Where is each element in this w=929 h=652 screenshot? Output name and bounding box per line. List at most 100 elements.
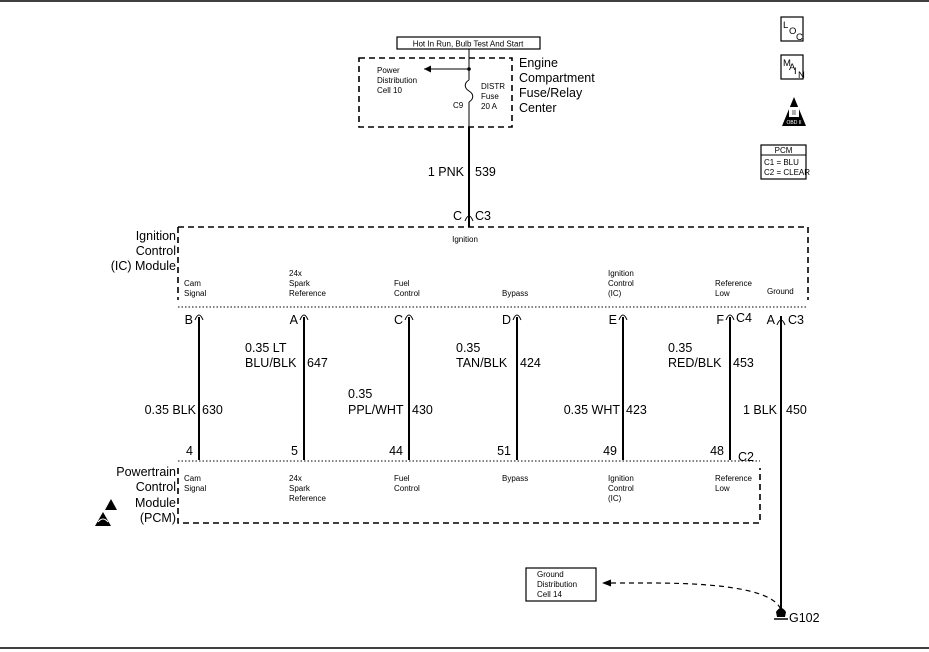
svg-text:L: L: [783, 20, 788, 31]
icm-terminal-label: Low: [715, 289, 730, 298]
pcm-title-2: Control: [136, 480, 176, 494]
ground-point-label: G102: [789, 611, 820, 625]
pcm-terminal-label: Bypass: [502, 474, 528, 483]
icm-c3-label: C3: [475, 209, 491, 223]
icm-title-2: Control: [136, 244, 176, 258]
icm-terminal-label: Spark: [289, 279, 311, 288]
hot-in-run-label: Hot In Run, Bulb Test And Start: [396, 36, 541, 50]
pcm-terminal-label: Low: [715, 484, 730, 493]
wire-453-gauge: 0.35: [668, 341, 692, 355]
pcm-terminal-label: Reference: [289, 494, 326, 503]
wire-430-circuit: 430: [412, 403, 433, 417]
wire-647-gauge: 0.35 LT: [245, 341, 287, 355]
wire-630-circuit: 630: [202, 403, 223, 417]
wire-424-circuit: 424: [520, 356, 541, 370]
icm-ground-c3-label: C3: [788, 313, 804, 327]
pcm-pin-44: 44: [389, 444, 403, 458]
ground-icon: [776, 608, 786, 617]
pcm-terminal-label: Control: [608, 484, 634, 493]
loc-icon: L O C: [780, 16, 804, 43]
icm-pin-A: A: [290, 313, 299, 327]
fuse-label-3: 20 A: [481, 102, 498, 111]
ground-ref-arrow: [602, 579, 611, 587]
wire-539-gauge: 1 PNK: [428, 165, 465, 179]
svg-text:O: O: [789, 26, 796, 37]
svg-text:M: M: [783, 58, 791, 69]
ignition-control-module: Ignition Ignition Control (IC) Module Gr…: [111, 226, 809, 308]
pdc-label-2: Distribution: [377, 76, 417, 85]
wire-423-gauge: 0.35 WHT: [564, 403, 621, 417]
icm-c3-connector: C C3: [453, 209, 491, 227]
gdc-label-3: Cell 14: [537, 590, 562, 599]
pcm-terminal-label: Spark: [289, 484, 311, 493]
svg-text:Hot In Run, Bulb Test And Star: Hot In Run, Bulb Test And Start: [413, 40, 524, 49]
ecfrc-label-2: Compartment: [519, 71, 595, 85]
icm-pin-D: D: [502, 313, 511, 327]
pcm-title-3: Module: [135, 496, 176, 510]
obd-ii-icon: II OBD II: [782, 97, 806, 126]
svg-text:I: I: [794, 66, 797, 77]
pcm-terminal-label: Fuel: [394, 474, 410, 483]
icm-terminal-label: Reference: [715, 279, 752, 288]
icm-pin-F: F: [716, 313, 724, 327]
icm-pin-C: C: [394, 313, 403, 327]
gdc-label-2: Distribution: [537, 580, 577, 589]
main-icon: M A I N: [780, 54, 805, 81]
pcm-c2-label: C2: [738, 450, 754, 464]
pcm-terminal-label: Cam: [184, 474, 201, 483]
icm-terminal-label: 24x: [289, 269, 302, 278]
wire-453-gauge: RED/BLK: [668, 356, 722, 370]
icm-terminal-label: Reference: [289, 289, 326, 298]
gdc-label-1: Ground: [537, 570, 564, 579]
pcm-terminal-label: Ignition: [608, 474, 634, 483]
svg-text:N: N: [798, 70, 805, 81]
pcm-terminal-label: Signal: [184, 484, 206, 493]
pcm-terminal-label: 24x: [289, 474, 302, 483]
svg-text:C1 = BLU: C1 = BLU: [764, 158, 799, 167]
fuse-label-2: Fuse: [481, 92, 499, 101]
ecfrc-label-3: Fuse/Relay: [519, 86, 583, 100]
svg-text:C2 = CLEAR: C2 = CLEAR: [764, 168, 810, 177]
wire-630-gauge: 0.35 BLK: [145, 403, 197, 417]
icm-c4-label: C4: [736, 311, 752, 325]
pcm-pin-49: 49: [603, 444, 617, 458]
pcm-terminal-label: Control: [394, 484, 420, 493]
icm-title-1: Ignition: [136, 229, 176, 243]
icm-c3-pin: C: [453, 209, 462, 223]
wire-453-circuit: 453: [733, 356, 754, 370]
icm-terminal-label: Ignition: [608, 269, 634, 278]
wire-430-gauge: PPL/WHT: [348, 403, 404, 417]
svg-text:II: II: [792, 110, 796, 117]
ground-distribution-cell: Ground Distribution Cell 14: [525, 567, 782, 611]
pcm-pin-5: 5: [291, 444, 298, 458]
pdc-label-1: Power: [377, 66, 400, 75]
icm-title-3: (IC) Module: [111, 259, 176, 273]
svg-text:A: A: [789, 62, 796, 73]
icm-pin-B: B: [185, 313, 193, 327]
pcm-pin-4: 4: [186, 444, 193, 458]
wire-647-gauge: BLU/BLK: [245, 356, 297, 370]
ground-wire-450: A C3 1 BLK 450: [743, 313, 807, 610]
icm-terminal-label: Control: [608, 279, 634, 288]
wire-630: B 4 0.35 BLK 630: [145, 313, 223, 460]
ecfrc-label-4: Center: [519, 101, 557, 115]
pcm-title-1: Powertrain: [116, 465, 176, 479]
icm-ground-label: Ground: [767, 287, 794, 296]
pcm-terminal-label: (IC): [608, 494, 622, 503]
pcm-title-4: (PCM): [140, 511, 176, 525]
pcm-terminal-labels: CamSignal24xSparkReferenceFuelControlByp…: [184, 474, 752, 503]
pcm-pin-51: 51: [497, 444, 511, 458]
wire-647-circuit: 647: [307, 356, 328, 370]
pdc-label-3: Cell 10: [377, 86, 402, 95]
icm-terminal-label: (IC): [608, 289, 622, 298]
icm-terminal-label: Fuel: [394, 279, 410, 288]
icm-ground-pin: A: [767, 313, 776, 327]
